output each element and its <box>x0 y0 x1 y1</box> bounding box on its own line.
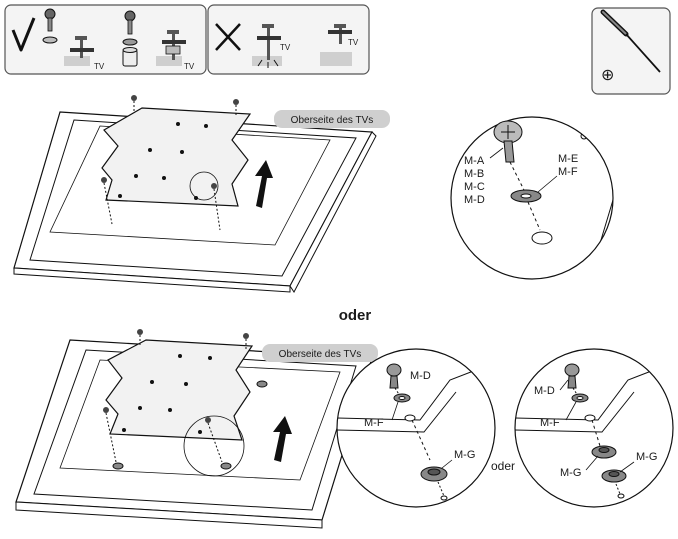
screw-in-tv-icon: TV <box>64 36 105 71</box>
detail-circle-washer: M-A M-B M-C M-D M-E M-F <box>450 116 614 280</box>
screw-washer-icon <box>42 8 58 44</box>
cross-icon <box>215 23 241 51</box>
screw-label-mc: M-C <box>464 181 485 193</box>
spacer-icon <box>420 466 448 482</box>
washer-label-mf: M-F <box>540 417 560 429</box>
screw-icon <box>493 120 523 163</box>
detail-callout-circle <box>183 415 245 477</box>
detail-circle-spacer-left: M-D M-F M-G <box>336 348 496 508</box>
detail-callout-circle <box>189 171 219 201</box>
spacer-icon <box>591 445 617 459</box>
screw-label-md: M-D <box>464 194 485 206</box>
up-arrow-icon <box>255 160 273 208</box>
washer-label-mf: M-F <box>558 166 578 178</box>
screw-label-md: M-D <box>410 370 431 382</box>
tv-back-bottom: Oberseite des TVs <box>15 329 378 529</box>
washer-icon <box>510 189 542 203</box>
screw-icon <box>386 363 402 389</box>
tv-label: TV <box>348 38 359 47</box>
screws <box>101 95 239 231</box>
spacer-label-mg-left: M-G <box>560 467 581 479</box>
screw-label-md: M-D <box>534 385 555 397</box>
washer-label-me: M-E <box>558 153 578 165</box>
screw-label-mb: M-B <box>464 168 484 180</box>
screw-icon <box>564 363 580 389</box>
top-label-badge: Oberseite des TVs <box>274 110 390 128</box>
loose-screw-icon: TV <box>320 24 359 66</box>
washer-icon <box>571 393 589 403</box>
tv-label: TV <box>184 62 195 71</box>
spacer-icon <box>601 469 627 483</box>
washer-icon <box>393 393 411 403</box>
separator-or: oder <box>339 307 372 324</box>
top-label-badge: Oberseite des TVs <box>262 344 378 362</box>
screw-spacer-in-tv-icon: TV <box>156 30 195 71</box>
spacer-label-mg: M-G <box>454 449 475 461</box>
detail-or-label: oder <box>491 459 515 473</box>
phillips-symbol: ⊕ <box>601 67 614 84</box>
screw-label-ma: M-A <box>464 155 485 167</box>
spacer-label-mg-right: M-G <box>636 451 657 463</box>
tool-panel: ⊕ <box>591 7 671 95</box>
screws-with-spacers <box>103 329 268 470</box>
mounting-bracket <box>101 107 252 207</box>
overtightened-screw-icon: TV <box>252 24 291 68</box>
instruction-panel-wrong: TV TV <box>207 4 370 75</box>
up-arrow-icon <box>273 416 292 462</box>
top-of-tv-label: Oberseite des TVs <box>291 115 374 126</box>
screw-spacer-icon <box>122 10 138 67</box>
top-of-tv-label: Oberseite des TVs <box>279 349 362 360</box>
washer-label-mf: M-F <box>364 417 384 429</box>
mounting-bracket <box>105 339 254 441</box>
tv-label: TV <box>94 62 105 71</box>
instruction-panel-correct: TV TV <box>4 4 207 75</box>
detail-circle-spacer-right: M-D M-F M-G M-G <box>514 348 674 508</box>
tv-back-top: Oberseite des TVs <box>13 95 390 293</box>
tv-label: TV <box>280 43 291 52</box>
screwdriver-icon <box>600 9 661 73</box>
checkmark-icon <box>11 17 36 52</box>
